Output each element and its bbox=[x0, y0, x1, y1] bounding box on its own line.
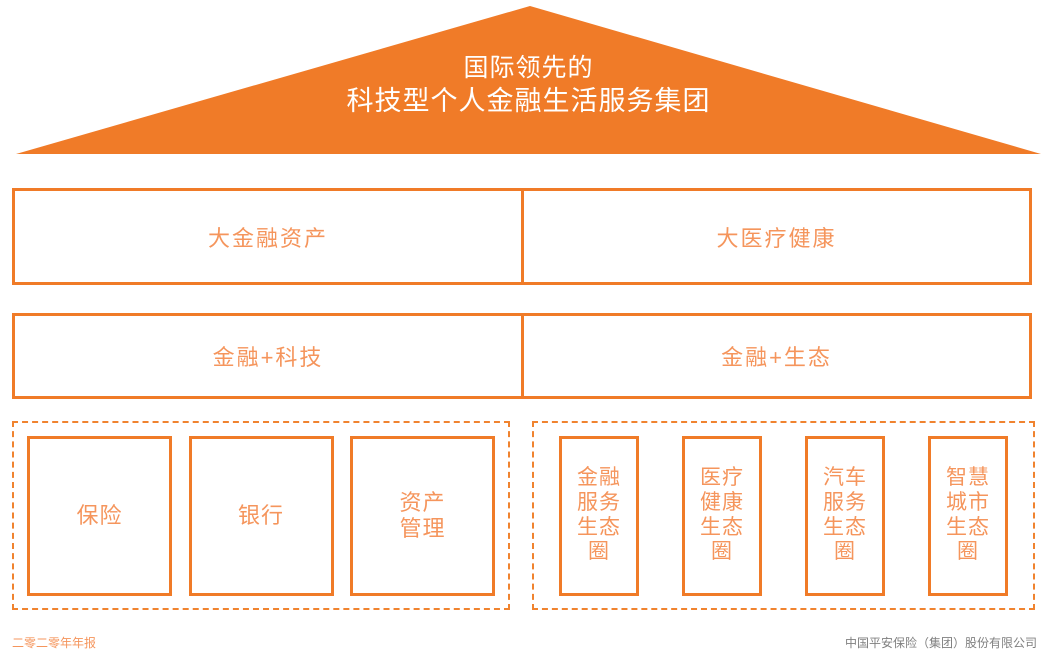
card-label-line: 生态 bbox=[700, 515, 744, 539]
card-label-line: 生态 bbox=[577, 515, 621, 539]
card-label-line: 金融 bbox=[577, 465, 621, 489]
group-ecosystems: 金融 服务 生态 圈 医疗 健康 生态 圈 汽车 服务 生态 圈 bbox=[532, 421, 1035, 610]
card-label-line: 服务 bbox=[577, 490, 621, 514]
footer-report-year: 二零二零年年报 bbox=[12, 635, 97, 650]
card-label-line: 汽车 bbox=[823, 465, 867, 489]
card-label: 保险 bbox=[76, 503, 122, 529]
card-label-line: 生态 bbox=[946, 515, 990, 539]
pillar-label: 金融+科技 bbox=[212, 345, 324, 370]
card-label: 汽车 服务 生态 圈 bbox=[823, 466, 867, 565]
row-asset-pillars: 大金融资产 大医疗健康 bbox=[12, 188, 1035, 285]
pillar-label: 大金融资产 bbox=[207, 225, 328, 251]
card-asset-management[interactable]: 资产 管理 bbox=[350, 435, 495, 596]
footer-company-name: 中国平安保险（集团）股份有限公司 bbox=[844, 635, 1037, 650]
card-label-line: 生态 bbox=[823, 515, 867, 539]
pillar-label: 大医疗健康 bbox=[716, 225, 837, 251]
card-label-line: 资产 bbox=[399, 489, 446, 515]
card-label-line: 城市 bbox=[946, 490, 990, 514]
roof-triangle-icon bbox=[16, 6, 1041, 154]
card-label: 智慧 城市 生态 圈 bbox=[946, 466, 990, 565]
card-label: 医疗 健康 生态 圈 bbox=[700, 466, 744, 565]
group-financial-businesses: 保险 银行 资产 管理 bbox=[12, 421, 510, 610]
card-financial-services-ecosystem[interactable]: 金融 服务 生态 圈 bbox=[559, 435, 639, 596]
pillar-great-health-care[interactable]: 大医疗健康 bbox=[521, 188, 1032, 285]
card-label-line: 银行 bbox=[237, 502, 284, 528]
card-label-line: 圈 bbox=[711, 540, 733, 564]
card-label: 银行 bbox=[238, 503, 284, 529]
card-label-line: 服务 bbox=[823, 490, 867, 514]
card-auto-services-ecosystem[interactable]: 汽车 服务 生态 圈 bbox=[805, 435, 885, 596]
card-banking[interactable]: 银行 bbox=[188, 435, 334, 596]
card-label-line: 智慧 bbox=[946, 465, 990, 489]
card-label-line: 圈 bbox=[957, 540, 979, 564]
roof-section: 国际领先的 科技型个人金融生活服务集团 bbox=[0, 0, 1049, 160]
pillar-great-financial-assets[interactable]: 大金融资产 bbox=[12, 188, 524, 285]
card-label: 金融 服务 生态 圈 bbox=[577, 466, 621, 565]
pillar-label: 金融+生态 bbox=[721, 345, 832, 370]
card-label: 资产 管理 bbox=[399, 490, 445, 542]
card-label-line: 管理 bbox=[399, 515, 446, 541]
card-insurance[interactable]: 保险 bbox=[27, 435, 172, 596]
page-footer: 二零二零年年报 中国平安保险（集团）股份有限公司 bbox=[0, 630, 1049, 654]
card-health-care-ecosystem[interactable]: 医疗 健康 生态 圈 bbox=[682, 435, 762, 596]
card-label-line: 保险 bbox=[76, 502, 123, 528]
card-label-line: 圈 bbox=[834, 540, 856, 564]
pillar-finance-plus-technology[interactable]: 金融+科技 bbox=[12, 313, 524, 399]
row-strategy-pillars: 金融+科技 金融+生态 bbox=[12, 313, 1035, 399]
card-smart-city-ecosystem[interactable]: 智慧 城市 生态 圈 bbox=[928, 435, 1008, 596]
card-label-line: 医疗 bbox=[700, 465, 744, 489]
pillar-finance-plus-ecosystem[interactable]: 金融+生态 bbox=[521, 313, 1032, 399]
card-label-line: 健康 bbox=[700, 490, 744, 514]
card-label-line: 圈 bbox=[588, 540, 610, 564]
